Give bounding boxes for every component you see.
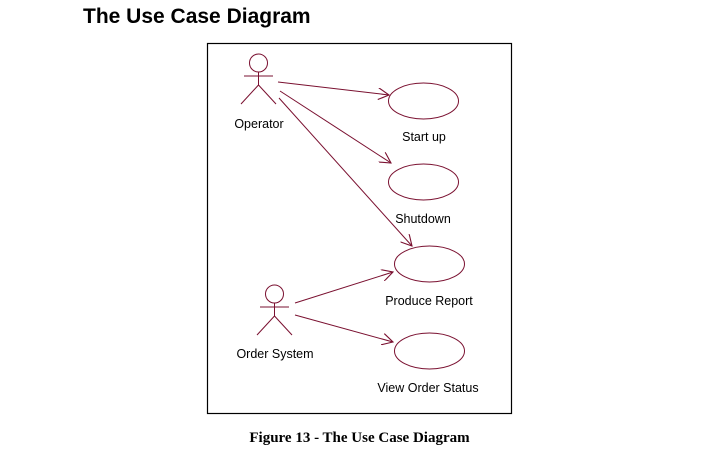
use-case-shutdown: Shutdown [388, 163, 459, 226]
use-case-label-view-order-status: View Order Status [377, 381, 478, 395]
use-case-label-produce-report: Produce Report [385, 294, 473, 308]
associations [277, 81, 412, 342]
use-case-ellipse [388, 82, 459, 120]
association-operator-produce-report [278, 97, 412, 246]
use-case-label-shutdown: Shutdown [395, 212, 451, 226]
actor-label-order-system: Order System [236, 347, 313, 361]
association-order-system-view-order-status [294, 314, 393, 342]
order-system-actor-icon [256, 284, 293, 336]
actor-operator: Operator [234, 53, 284, 131]
actor-label-operator: Operator [234, 117, 283, 131]
use-case-ellipse [388, 163, 459, 201]
use-case-produce-report: Produce Report [385, 245, 473, 308]
association-operator-shutdown [279, 90, 391, 163]
association-order-system-produce-report [294, 272, 393, 304]
association-operator-start-up [277, 81, 389, 95]
use-case-start-up: Start up [388, 82, 459, 144]
page-title: The Use Case Diagram [83, 5, 311, 28]
figure-caption: Figure 13 - The Use Case Diagram [249, 430, 470, 446]
use-case-view-order-status: View Order Status [377, 332, 479, 395]
actor-order-system: Order System [236, 284, 314, 361]
operator-actor-icon [240, 53, 277, 105]
use-case-ellipse [394, 332, 465, 370]
use-case-label-start-up: Start up [402, 130, 446, 144]
use-case-ellipse [394, 245, 465, 283]
